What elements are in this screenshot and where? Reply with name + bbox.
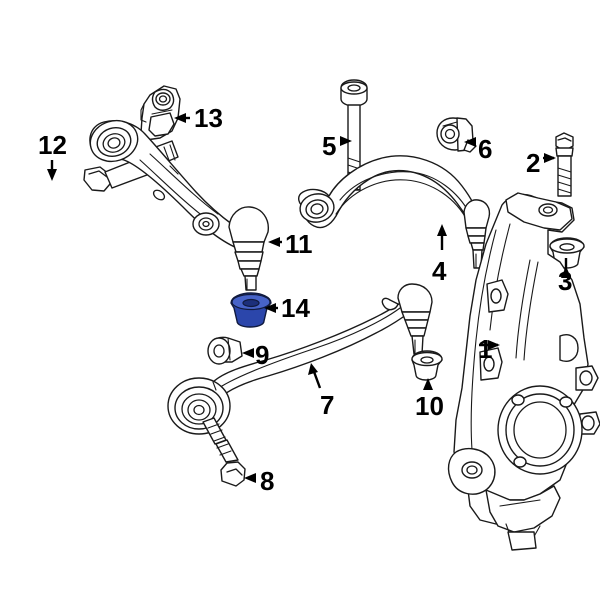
callout-label-8: 8 — [260, 466, 275, 496]
callout-label-13: 13 — [194, 103, 223, 133]
callout-label-6: 6 — [478, 134, 493, 164]
part-9-lateral-link-nut — [207, 336, 243, 365]
leader-4 — [437, 224, 447, 250]
leader-8 — [244, 473, 256, 483]
part-6-upper-control-arm-bushing — [436, 117, 477, 153]
part-14-lower-ball-joint-nut-highlighted — [230, 292, 272, 328]
callout-label-3: 3 — [558, 266, 573, 296]
callout-label-10: 10 — [415, 391, 444, 421]
leader-9 — [242, 348, 254, 358]
leader-1 — [479, 340, 500, 350]
leader-2 — [543, 153, 556, 163]
callout-label-2: 2 — [526, 148, 541, 178]
callout-label-14: 14 — [281, 293, 310, 323]
callout-label-4: 4 — [432, 256, 447, 286]
leader-13 — [174, 113, 190, 123]
part-2-upper-control-arm-bolt — [555, 132, 574, 197]
callout-label-12: 12 — [38, 130, 67, 160]
callout-label-9: 9 — [255, 340, 270, 370]
leader-10 — [423, 378, 433, 390]
callout-label-7: 7 — [320, 390, 335, 420]
leader-7 — [308, 363, 322, 389]
leader-3 — [561, 258, 571, 278]
leader-14 — [264, 303, 278, 313]
part-1-steering-knuckle — [447, 192, 600, 551]
part-8-lateral-link-bolt — [202, 417, 246, 487]
leader-6 — [464, 137, 476, 147]
part-4-upper-control-arm — [298, 155, 491, 269]
leader-12 — [47, 160, 57, 181]
part-11-lower-ball-joint — [228, 206, 269, 291]
callout-label-11: 11 — [285, 229, 313, 259]
callout-label-5: 5 — [322, 131, 337, 161]
leader-5 — [340, 136, 352, 146]
leader-11 — [268, 237, 282, 247]
part-13-control-arm-bracket — [140, 85, 181, 141]
part-10-tie-rod-end-nut — [411, 350, 443, 381]
callout-label-1: 1 — [478, 334, 493, 364]
